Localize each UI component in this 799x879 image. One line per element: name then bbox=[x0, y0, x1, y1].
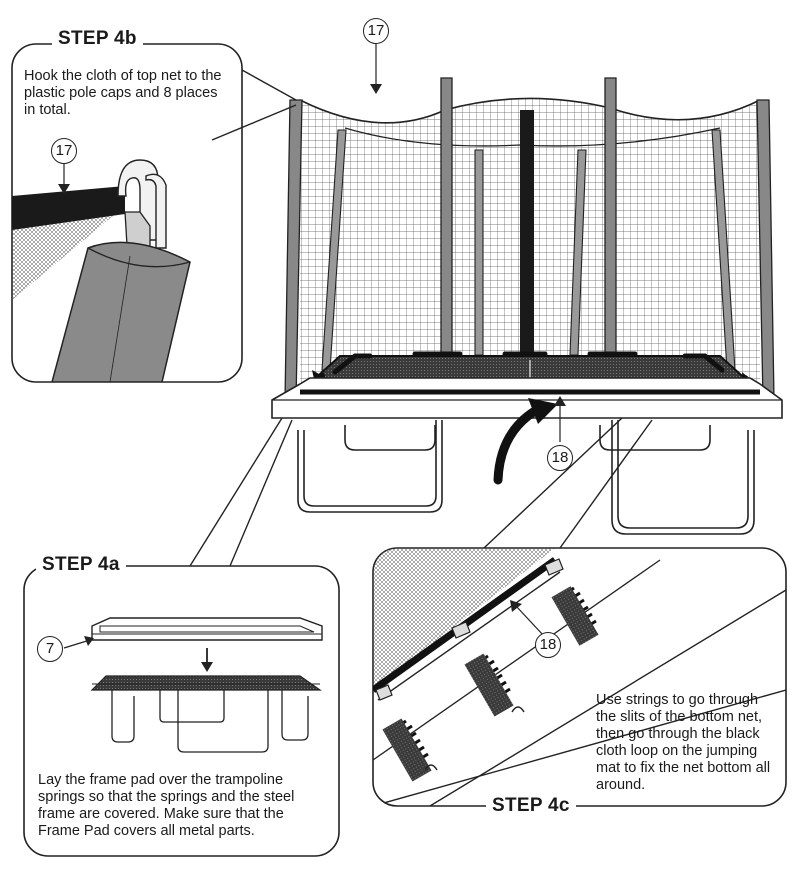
step-4c-title: STEP 4c bbox=[486, 795, 576, 817]
callout-frame-pad: 7 bbox=[37, 636, 63, 662]
step-4b-panel bbox=[11, 43, 297, 383]
callout-net-bottom: 18 bbox=[547, 445, 573, 471]
callout-top-net-detail: 17 bbox=[51, 138, 77, 164]
step-4a-panel bbox=[23, 417, 340, 857]
step-4b-text: Hook the cloth of top net to the plastic… bbox=[24, 68, 230, 119]
step-4a-title: STEP 4a bbox=[36, 554, 126, 576]
step-4c-panel bbox=[372, 417, 787, 807]
step-4b-title: STEP 4b bbox=[52, 28, 143, 50]
step-4a-text: Lay the frame pad over the trampoline sp… bbox=[38, 772, 295, 839]
callout-net-bottom-detail: 18 bbox=[535, 632, 561, 658]
step-4c-text: Use strings to go through the slits of t… bbox=[596, 692, 771, 793]
trampoline bbox=[271, 42, 783, 535]
callout-top-net: 17 bbox=[363, 18, 389, 44]
